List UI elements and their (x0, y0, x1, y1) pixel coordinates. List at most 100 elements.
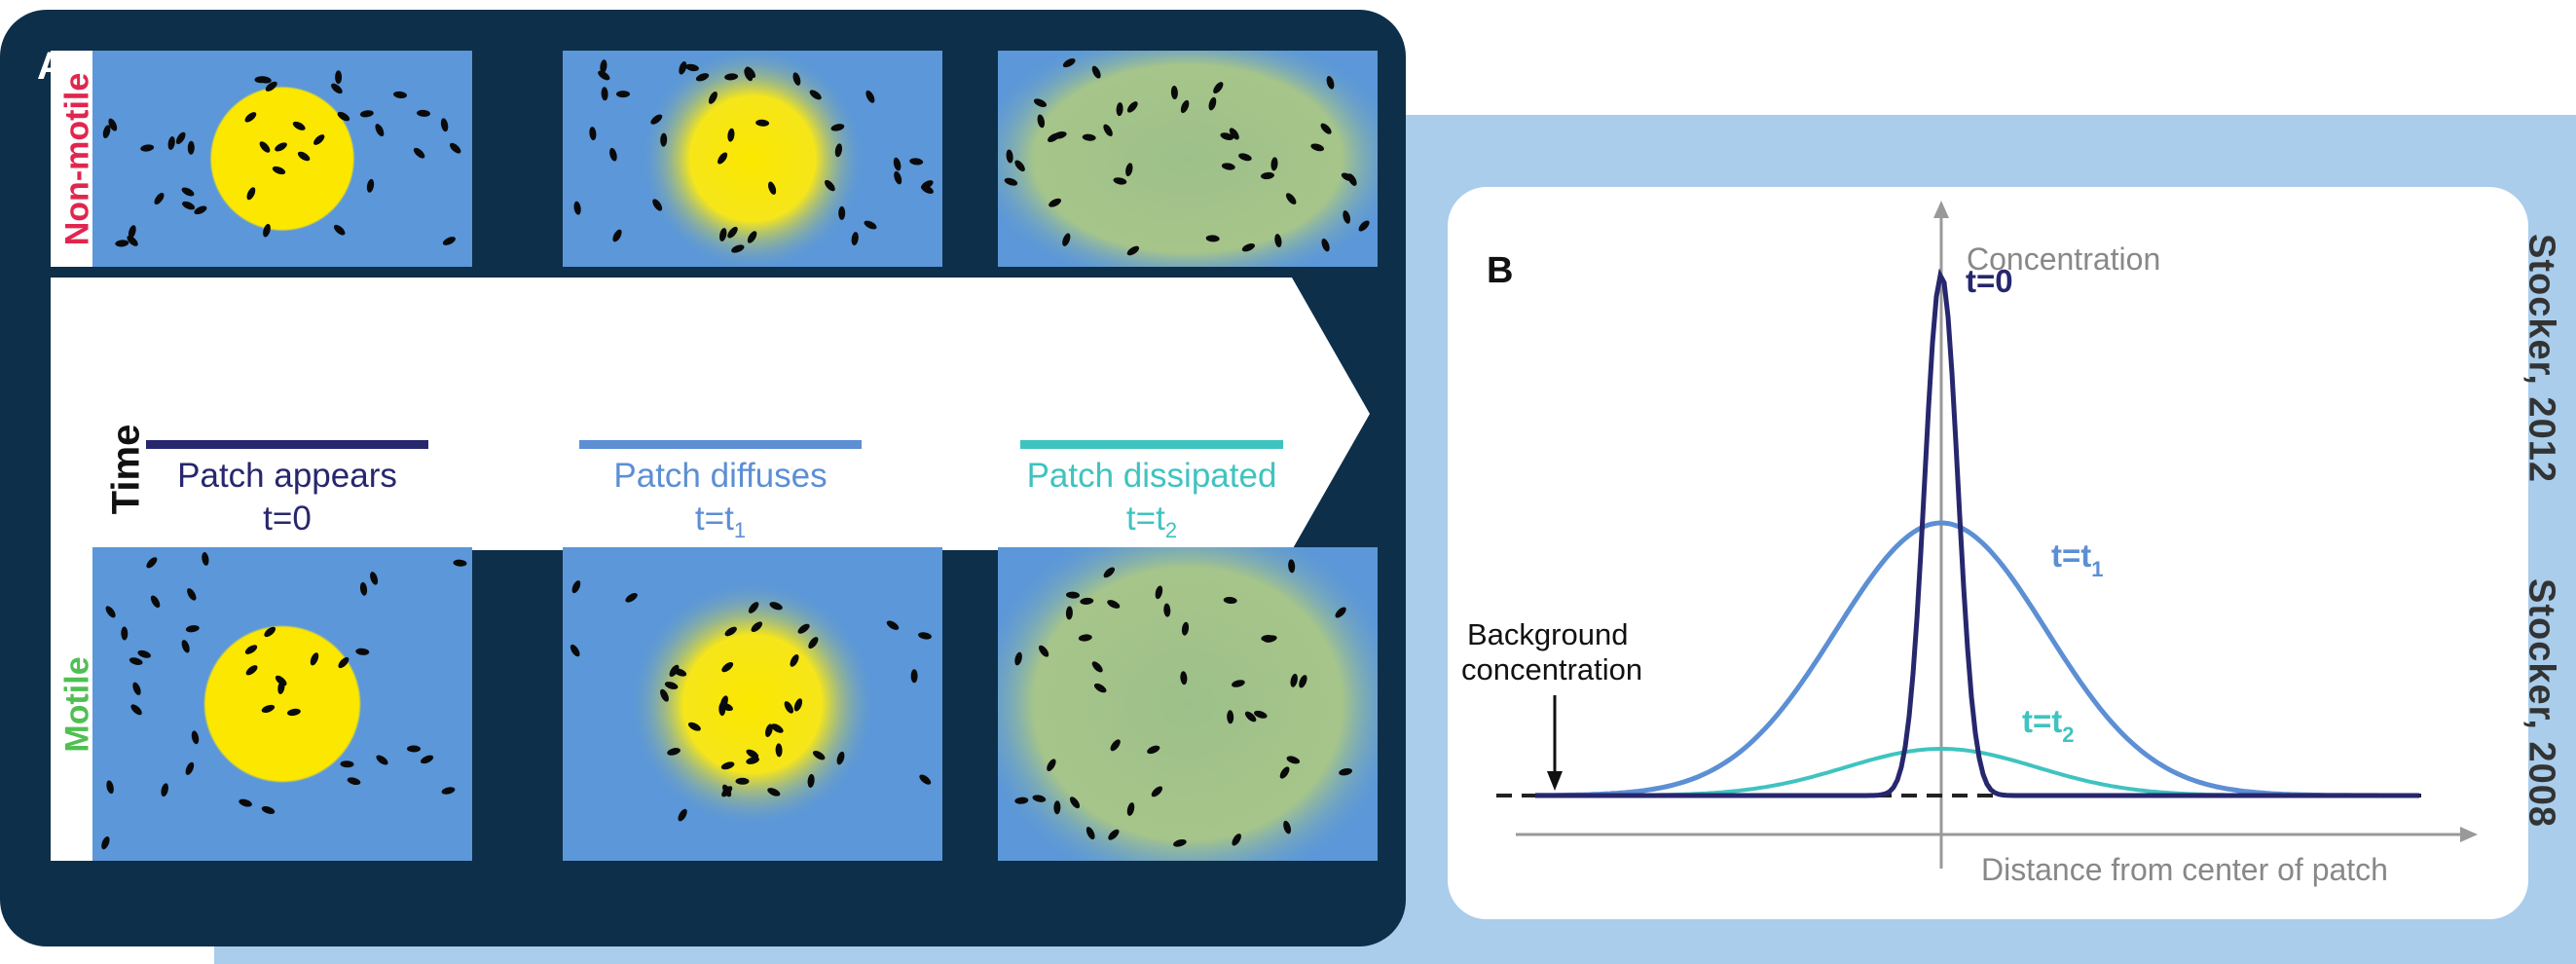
bacterium (1238, 153, 1252, 162)
bacterium (187, 588, 197, 601)
bacterium (1299, 675, 1307, 688)
bacterium (376, 755, 388, 765)
stage-t1-title: Patch diffuses (613, 457, 828, 495)
bacterium (664, 682, 679, 689)
bacterium (191, 730, 200, 745)
bacterium (1310, 143, 1324, 152)
curve-t2-label: t=t2 (2022, 703, 2075, 747)
bacterium (727, 128, 735, 142)
bacterium (1321, 239, 1330, 252)
bacterium (1335, 607, 1346, 618)
bacterium (185, 625, 200, 633)
bacterium (746, 749, 759, 759)
bacterium (108, 118, 118, 131)
bacterium (769, 602, 783, 611)
bacterium (1274, 234, 1282, 248)
bacterium (146, 557, 158, 569)
bacterium (1358, 220, 1370, 232)
bacterium (127, 235, 138, 246)
bacterium (413, 147, 425, 159)
bacterium (755, 119, 770, 127)
bacterium (886, 620, 900, 630)
nutrient-patch (202, 624, 362, 784)
bacterium (1205, 235, 1220, 242)
bacterium (625, 592, 638, 603)
bacterium (1220, 132, 1234, 140)
bacterium (310, 652, 319, 666)
bacterium (768, 181, 777, 195)
bacterium (744, 68, 754, 82)
y-axis-label: Concentration (1967, 241, 2160, 277)
bacterium (718, 228, 727, 241)
bacterium (259, 141, 271, 153)
bacterium (1288, 559, 1296, 574)
bacterium (375, 124, 385, 137)
bacterium (1270, 157, 1278, 171)
bacterium (1113, 177, 1127, 185)
bacterium (181, 640, 190, 653)
bacterium (1052, 131, 1067, 139)
bacterium (105, 606, 116, 618)
bacterium (751, 621, 763, 632)
curve-t1-label: t=t1 (2051, 538, 2104, 581)
bacterium (359, 110, 374, 118)
bacterium (140, 144, 155, 152)
bacterium (1086, 827, 1095, 840)
bacterium (129, 657, 143, 665)
stage-t0-bar (146, 440, 428, 449)
bacterium (1244, 711, 1257, 723)
bacterium (652, 199, 663, 211)
bacterium (347, 777, 361, 786)
bacterium (1108, 829, 1120, 840)
bacterium (1181, 621, 1190, 636)
bacterium (667, 748, 681, 756)
bacterium (1047, 759, 1056, 771)
bacterium (600, 59, 607, 74)
bacterium (1283, 820, 1292, 834)
bacterium (1286, 756, 1301, 764)
bacterium (1180, 671, 1188, 686)
bacterium (830, 124, 845, 131)
bacterium (771, 723, 784, 733)
bacterium (807, 773, 815, 788)
bacterium (1163, 603, 1171, 617)
bacterium (724, 626, 737, 637)
bacterium (793, 698, 803, 712)
stage-t1: Patch diffuses t=t1 (579, 440, 862, 552)
bacterium (784, 701, 793, 714)
bacterium (1037, 114, 1046, 129)
nutrient-patch (998, 51, 1378, 267)
bacterium (1343, 210, 1351, 224)
bacterium (731, 244, 745, 253)
x-axis-arrowhead (2460, 827, 2478, 842)
bacterium (275, 142, 287, 152)
bacterium (724, 73, 739, 81)
bacterium (708, 92, 718, 104)
bacterium (272, 166, 286, 175)
bacterium (1110, 739, 1121, 752)
bacterium (1213, 82, 1224, 94)
bacterium (790, 654, 799, 667)
bacterium (1126, 101, 1138, 113)
nutrient-patch (627, 578, 878, 830)
bacterium (106, 780, 114, 795)
bacterium (244, 645, 258, 654)
bacterium (721, 661, 734, 673)
bacterium (333, 224, 346, 236)
bacterium (570, 644, 580, 657)
concentration-plot: B Concentration Distance from center of … (1461, 201, 2478, 887)
bacterium (1116, 102, 1123, 117)
bacterium (1151, 786, 1163, 797)
bacterium (1155, 585, 1163, 600)
curve-t0-label: t=0 (1966, 263, 2013, 299)
time-arrow (51, 278, 1370, 550)
bacterium (1065, 606, 1073, 620)
bacterium (808, 637, 819, 649)
bacterium (1107, 600, 1121, 609)
bacterium (1103, 567, 1116, 578)
bacterium (1126, 802, 1135, 816)
bacterium (893, 157, 902, 171)
bacterium (297, 151, 311, 162)
bacterium (767, 788, 781, 797)
bacterium (239, 798, 252, 807)
